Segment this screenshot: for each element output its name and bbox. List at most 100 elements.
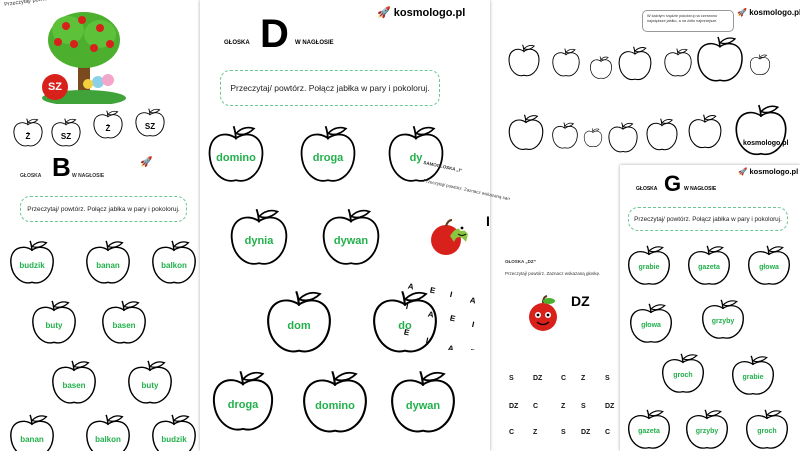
b-apple: balkon <box>84 414 132 451</box>
b-apple-word: budzik <box>161 434 187 444</box>
worksheet-d-title-prefix: GŁOSKA <box>224 40 250 46</box>
d-apple-word: dom <box>287 319 311 332</box>
g-apple-word: gazeta <box>698 263 720 271</box>
g-apple: gazeta <box>626 409 672 451</box>
d-apple: dom <box>264 290 334 356</box>
dz-grid-letter: S <box>561 429 566 436</box>
sz-apple: Ż <box>12 118 44 148</box>
worksheet-g-title-prefix: GŁOSKA <box>636 186 658 192</box>
dz-grid-letter: C <box>561 375 567 382</box>
size-apple <box>583 128 603 148</box>
g-apple: groch <box>660 353 706 395</box>
b-apple-word: basen <box>112 320 136 330</box>
size-apple <box>607 122 639 154</box>
b-apple-word: balkon <box>161 260 187 270</box>
size-apple <box>663 48 693 78</box>
b-apple: budzik <box>150 414 198 451</box>
b-apple: budzik <box>8 240 56 286</box>
brand-logo-g: 🚀 kosmologo.pl <box>738 167 798 176</box>
vowel-grid-letter: E <box>403 327 411 338</box>
d-apple: dywan <box>388 370 458 436</box>
worksheet-b-title-prefix: GŁOSKA <box>20 173 42 179</box>
dz-grid-letter: S <box>509 375 514 382</box>
apple-sizes-instruction: W każdym rzędzie pokoloruj na czerwono n… <box>647 14 718 23</box>
size-apple <box>507 114 545 152</box>
vowel-letter: I <box>486 213 490 229</box>
rocket-icon: 🚀 <box>738 167 748 176</box>
dz-title: GŁOSKA „DZ” <box>505 259 536 264</box>
b-apple: basen <box>50 360 98 406</box>
sz-apple-word: SZ <box>60 131 72 141</box>
size-apple <box>695 36 745 84</box>
dz-grid-letter: S <box>605 375 610 382</box>
dz-grid-letter: Z <box>581 375 586 382</box>
dz-instruction: Przeczytaj/ powtórz. Zaznacz wskazaną gł… <box>505 271 601 276</box>
b-apple-word: banan <box>96 260 120 270</box>
g-apple: grabie <box>626 245 672 287</box>
vowel-grid-letter: E <box>469 348 476 350</box>
b-apple: banan <box>84 240 132 286</box>
rocket-logo: 🚀 <box>140 152 152 170</box>
worksheet-b-letter: B <box>52 152 71 182</box>
dz-letter: DZ <box>571 293 590 309</box>
b-apple-word: buty <box>45 320 63 330</box>
dz-grid-letter: Z <box>561 403 566 410</box>
b-apple-word: basen <box>62 380 86 390</box>
vowel-grid-letter: I <box>405 301 410 312</box>
worksheet-sz: Przeczytaj/ powtórz. Pokoloruj jabłka z … <box>0 0 190 160</box>
g-apple: grzyby <box>700 299 746 341</box>
d-apple: dynia <box>228 208 290 268</box>
b-apple: balkon <box>150 240 198 286</box>
b-apple-word: budzik <box>19 260 45 270</box>
worksheet-g-letter: G <box>664 171 682 196</box>
b-apple: banan <box>8 414 56 451</box>
b-apple-word: banan <box>20 434 44 444</box>
d-apple-word: domino <box>216 152 256 164</box>
vowel-title: SAMOGŁOSKA „I” <box>422 160 463 174</box>
d-apple: dy <box>386 125 446 185</box>
worksheet-apple-sizes: W każdym rzędzie pokoloruj na czerwono n… <box>497 0 800 176</box>
worksheet-d-letter: D <box>260 12 289 56</box>
sz-apple: SZ <box>134 108 166 138</box>
apple-mascot-illustration <box>529 295 557 331</box>
worksheet-d-prompt-text: Przeczytaj/ powtórz. Połącz jabłka w par… <box>230 83 430 93</box>
dz-grid-letter: DZ <box>605 403 615 410</box>
g-apple-word: grabie <box>742 373 764 381</box>
vowel-grid-letter: I <box>425 335 430 346</box>
g-apple-word: groch <box>757 427 777 435</box>
worksheet-d-prompt: Przeczytaj/ powtórz. Połącz jabłka w par… <box>220 70 440 106</box>
d-apple: droga <box>210 370 276 434</box>
dz-grid-letter: C <box>509 429 515 436</box>
dz-grid-letter: DZ <box>533 375 543 382</box>
vowel-grid-letter: I <box>471 319 476 330</box>
g-apple-word: grzyby <box>695 427 719 435</box>
worksheet-g-title-suffix: W NAGŁOSIE <box>684 186 717 192</box>
worksheet-b-title-suffix: W NAGŁOSIE <box>72 173 105 179</box>
dz-grid-letter: Z <box>533 429 538 436</box>
g-apple: grabie <box>730 355 776 397</box>
worksheet-vowel-i: SAMOGŁOSKA „I” Przeczytaj/ powtórz. Zazn… <box>400 150 510 350</box>
dz-grid-letter: C <box>533 403 539 410</box>
d-apple-word: do <box>398 319 412 332</box>
brand-logo-apples: 🚀 kosmologo.pl <box>737 8 800 17</box>
vowel-grid-letter: A <box>427 309 435 320</box>
size-apple <box>687 114 723 150</box>
b-apple-word: buty <box>141 380 159 390</box>
sz-apple-word: SZ <box>144 121 156 131</box>
rocket-icon: 🚀 <box>737 8 747 17</box>
worksheet-b-prompt: Przeczytaj/ powtórz. Połącz jabłka w par… <box>20 196 187 222</box>
d-apple-word: droga <box>227 398 259 411</box>
size-apple <box>645 118 679 152</box>
worksheet-b: 🚀 GŁOSKA B W NAGŁOSIE Przeczytaj/ powtór… <box>0 152 200 451</box>
dz-grid-letter: DZ <box>581 429 591 436</box>
sz-apple: Ż <box>92 110 124 140</box>
d-apple-word: dywan <box>405 399 441 412</box>
d-apple: domino <box>300 370 370 436</box>
worksheet-g-prompt: Przeczytaj/ powtórz. Połącz jabłka w par… <box>628 207 788 231</box>
g-apple-word: groch <box>673 371 693 379</box>
size-apple <box>749 54 771 76</box>
vowel-grid-letter: A <box>469 295 477 306</box>
dz-grid-letter: DZ <box>509 403 519 410</box>
vowel-instruction: Przeczytaj/ powtórz. Zaznacz wskazaną sa… <box>422 178 510 205</box>
size-apple <box>551 48 581 78</box>
